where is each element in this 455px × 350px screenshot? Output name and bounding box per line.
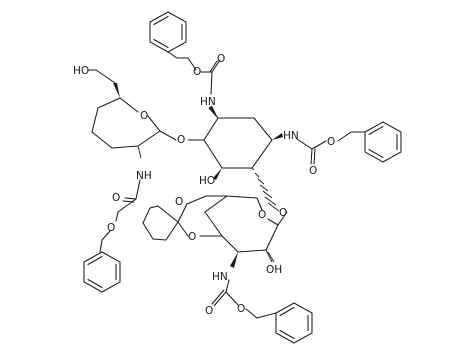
benzylic-ch2-top — [167, 51, 189, 59]
amine-left-label: NH — [136, 170, 152, 182]
hydroxyl-mid-label: HO — [199, 175, 215, 187]
ester-oxygen-right-label: O — [327, 136, 335, 148]
carbonyl-oxygen-left-label: O — [112, 192, 120, 204]
ester-oxygen-top-label: O — [193, 66, 201, 78]
cyclohexane-spiro — [142, 205, 179, 241]
glycosidic-oxygen-2-label: O — [279, 207, 287, 219]
cyclohexane-central — [203, 117, 273, 169]
benzene-ring-bottom — [275, 302, 313, 344]
carbonyl-oxygen-right-label: O — [309, 165, 317, 177]
dioxane-oxygen-top-label: O — [175, 196, 183, 208]
benzene-ring-top — [149, 11, 187, 53]
ester-oxygen-left-label: O — [107, 222, 115, 234]
ring-oxygen-bottom-label: O — [258, 209, 266, 221]
tetrahydropyran-top-left — [91, 97, 161, 149]
dioxane-oxygen-bottom-label: O — [188, 231, 196, 243]
benzene-ring-right — [364, 121, 402, 163]
tetrahydropyran-bottom — [204, 195, 279, 253]
atom-label-layer: HO O O HN HN O O O O HO NH O O O O O O O… — [73, 53, 335, 317]
benzene-ring-left — [83, 251, 121, 293]
carbonyl-oxygen-bottom-label: O — [205, 305, 213, 317]
hashed-bond-glycosidic — [251, 167, 280, 212]
carbonyl-oxygen-top-label: O — [217, 53, 225, 65]
dioxane-ring — [177, 195, 228, 237]
glycosidic-oxygen-1-label: O — [177, 134, 185, 146]
bond-layer — [83, 11, 402, 344]
hydroxyl-bottom-label: OH — [266, 264, 282, 276]
amine-right-label: HN — [283, 130, 299, 142]
amine-top-label: HN — [200, 96, 216, 108]
ester-oxygen-bottom-label: O — [237, 303, 245, 315]
ring-oxygen-top-label: O — [140, 110, 148, 122]
amine-bottom-label: HN — [212, 271, 228, 283]
hydroxyl-top-label: HO — [73, 65, 89, 77]
